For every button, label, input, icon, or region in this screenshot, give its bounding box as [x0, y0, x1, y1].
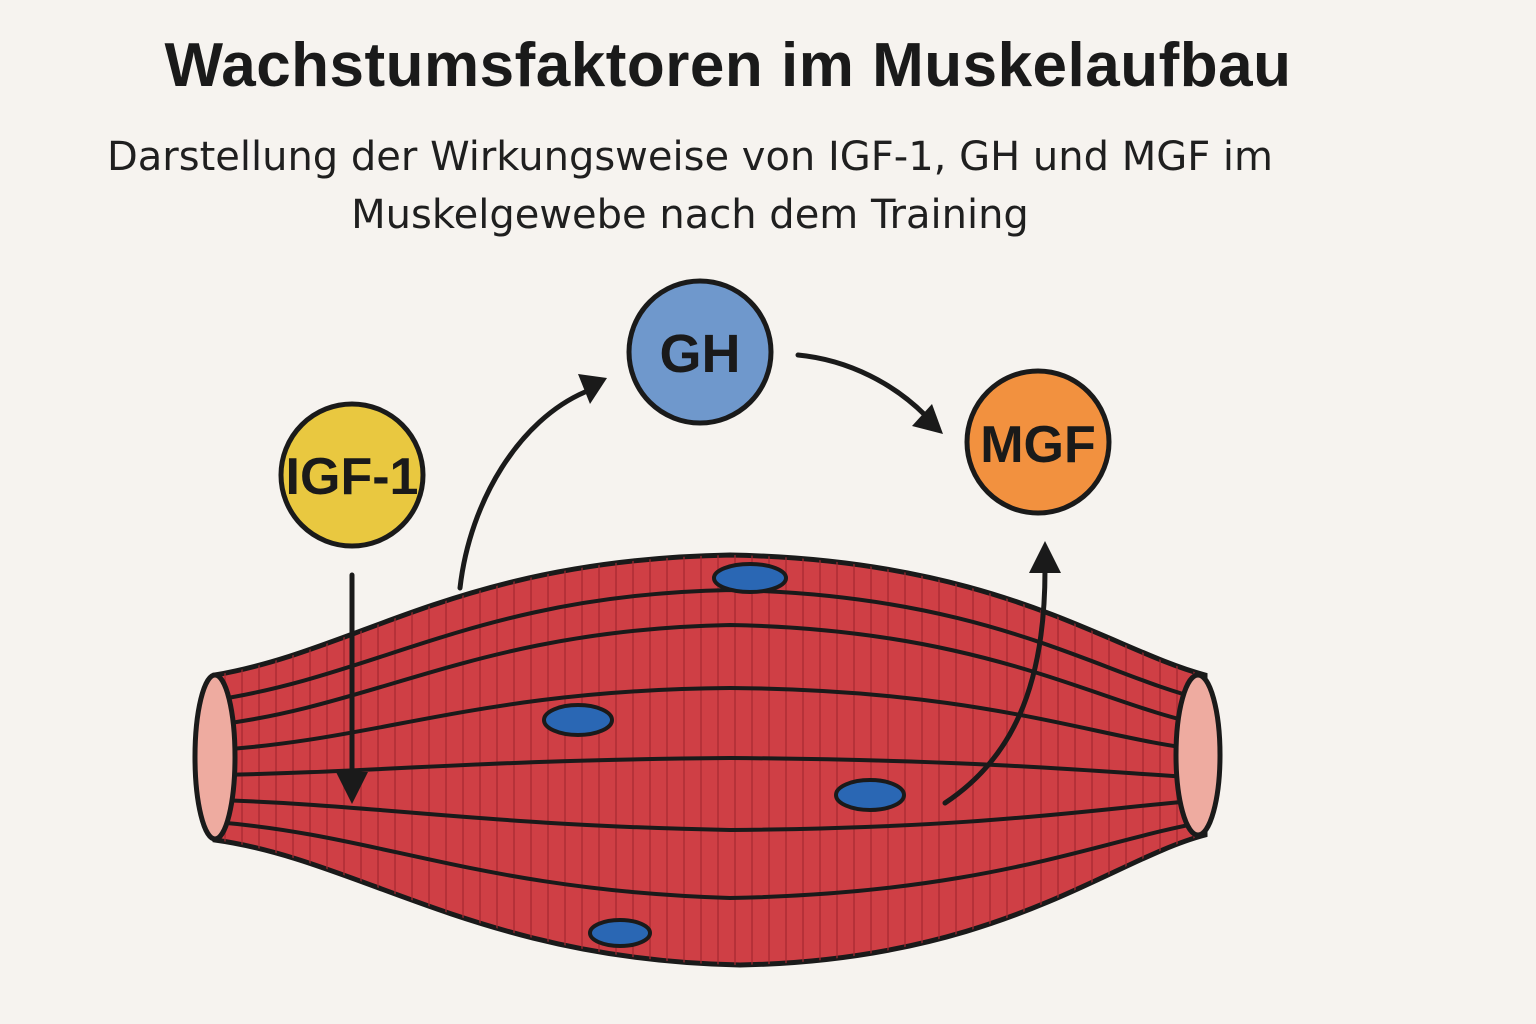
factor-mgf: MGF — [964, 368, 1112, 516]
cell-nucleus — [588, 918, 652, 948]
arrowhead-mgf-top — [912, 404, 943, 434]
factor-gh-label: GH — [660, 324, 741, 384]
subtitle-line-1: Darstellung der Wirkungsweise von IGF-1,… — [106, 134, 1273, 180]
page-subtitle: Darstellung der Wirkungsweise von IGF-1,… — [60, 128, 1320, 244]
subtitle-line-2: Muskelgewebe nach dem Training — [351, 192, 1029, 238]
muscle-end-left — [192, 672, 238, 842]
cell-nucleus — [712, 562, 788, 594]
muscle-end-right — [1173, 672, 1223, 838]
factor-mgf-label: MGF — [980, 416, 1096, 474]
arrowhead-mgf-bottom — [1029, 541, 1061, 573]
cell-nucleus — [542, 703, 614, 737]
arrow-muscle-to-mgf — [942, 567, 1048, 806]
arrowhead-igf1 — [336, 772, 368, 804]
arrow-heads — [336, 374, 1061, 804]
arrow-muscle-to-gh — [457, 389, 588, 591]
factor-igf1: IGF-1 — [278, 401, 426, 549]
arrows — [349, 352, 1048, 806]
arrowhead-gh — [578, 374, 607, 404]
muscle-fiber-bundle — [192, 552, 1223, 968]
page-title: Wachstumsfaktoren im Muskelaufbau — [164, 31, 1292, 100]
factor-gh: GH — [626, 278, 774, 426]
arrow-gh-to-mgf — [795, 352, 928, 418]
cell-nucleus — [834, 778, 906, 812]
factor-igf1-label: IGF-1 — [286, 448, 419, 506]
